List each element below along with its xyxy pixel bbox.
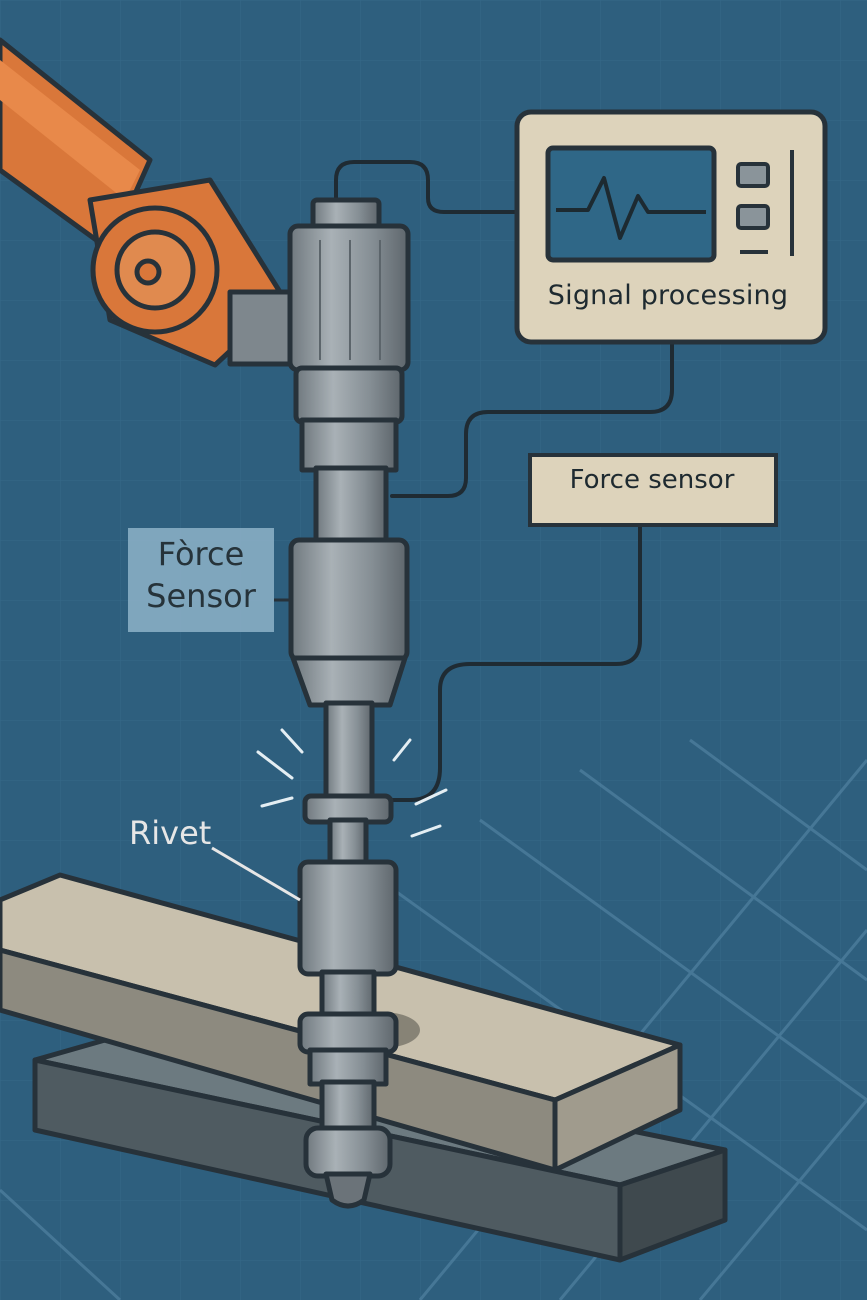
rivet-label: Rivet [129,814,212,852]
force-sensor-side-line2: Sensor [146,577,256,615]
robot-arm-icon [0,37,295,368]
rivet-leader-line [211,846,301,902]
riveting-tool [287,197,411,1209]
force-sensor-box-label: Force sensor [569,465,735,495]
force-sensor-side-panel [128,528,274,632]
force-sensor-side-line1: Fòrce [157,535,245,573]
waveform-icon [556,176,706,240]
force-sensor-box [528,453,778,527]
cables [334,160,674,802]
signal-processing-label: Signal processing [547,280,789,311]
indicator-light [736,204,770,230]
signal-processing-unit [514,109,828,345]
impact-lines [256,728,448,838]
force-sensor-side-label: Fòrce Sensor [130,533,272,617]
indicator-light [736,162,770,188]
